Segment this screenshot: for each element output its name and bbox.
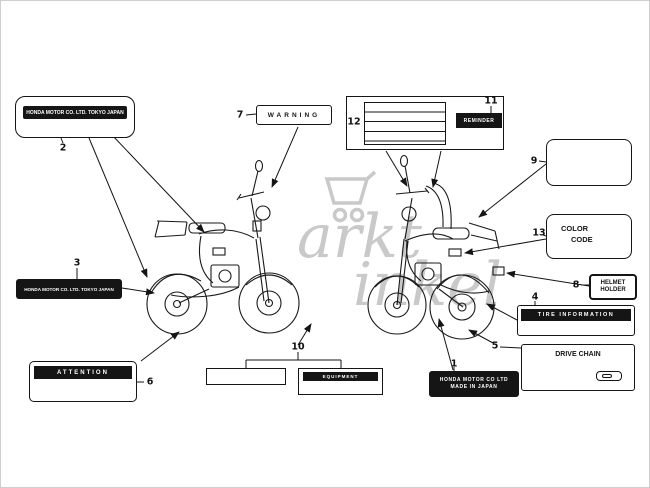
label-tire-information: TIRE INFORMATION [517,305,635,336]
callout-5: 5 [491,340,499,352]
label-group-box [346,96,504,150]
callout-3: 3 [73,257,81,269]
label-manufacturer-left: HONDA MOTOR CO. LTD. TOKYO JAPAN [16,279,122,299]
made-in-japan-line1: HONDA MOTOR CO LTD [439,377,509,383]
callout-10: 10 [291,341,305,353]
label-blank-strip [206,368,286,385]
label-warning: WARNING [256,105,332,125]
label-blank-plate [546,139,632,186]
label-made-in-japan: HONDA MOTOR CO LTD MADE IN JAPAN [429,371,519,397]
label-color-code: COLOR CODE [546,214,632,259]
label-reminder: REMINDER [456,113,502,128]
label-text-lines-box [364,102,446,145]
callout-4: 4 [531,291,539,303]
callout-7: 7 [236,109,244,121]
callout-2: 2 [59,142,67,154]
color-code-line1: COLOR [561,224,589,233]
callout-12: 12 [347,116,361,128]
callout-11: 11 [484,95,498,107]
made-in-japan-line2: MADE IN JAPAN [450,384,498,390]
right-motorcycle [367,154,505,340]
drive-chain-text: DRIVE CHAIN [555,351,601,358]
label-equipment: EQUIPMENT [298,368,383,395]
callout-13: 13 [532,227,546,239]
label-attention: ATTENTION [29,361,137,402]
callout-6: 6 [146,376,154,388]
label-manufacturer-top-text: HONDA MOTOR CO. LTD. TOKYO JAPAN [23,106,127,119]
callout-tick-lines [60,106,589,383]
helmet-holder-line1: HELMET [600,280,626,286]
callout-9: 9 [530,155,538,167]
watermark-text-1: arkt [297,202,422,272]
label-manufacturer-top: HONDA MOTOR CO. LTD. TOKYO JAPAN [15,96,135,138]
label-drive-chain: DRIVE CHAIN [521,344,635,391]
left-motorcycle [146,159,300,335]
label-helmet-holder: HELMET HOLDER [589,274,637,300]
leader-lines [88,126,590,371]
cart-watermark-icon [324,170,377,223]
helmet-holder-line2: HOLDER [600,287,626,293]
color-code-line2: CODE [571,235,593,244]
attention-text: ATTENTION [34,366,132,379]
callout-1: 1 [450,358,458,370]
equipment-text: EQUIPMENT [303,372,378,381]
tire-information-text: TIRE INFORMATION [521,309,631,321]
chain-icon [596,371,622,381]
callout-8: 8 [572,279,580,291]
